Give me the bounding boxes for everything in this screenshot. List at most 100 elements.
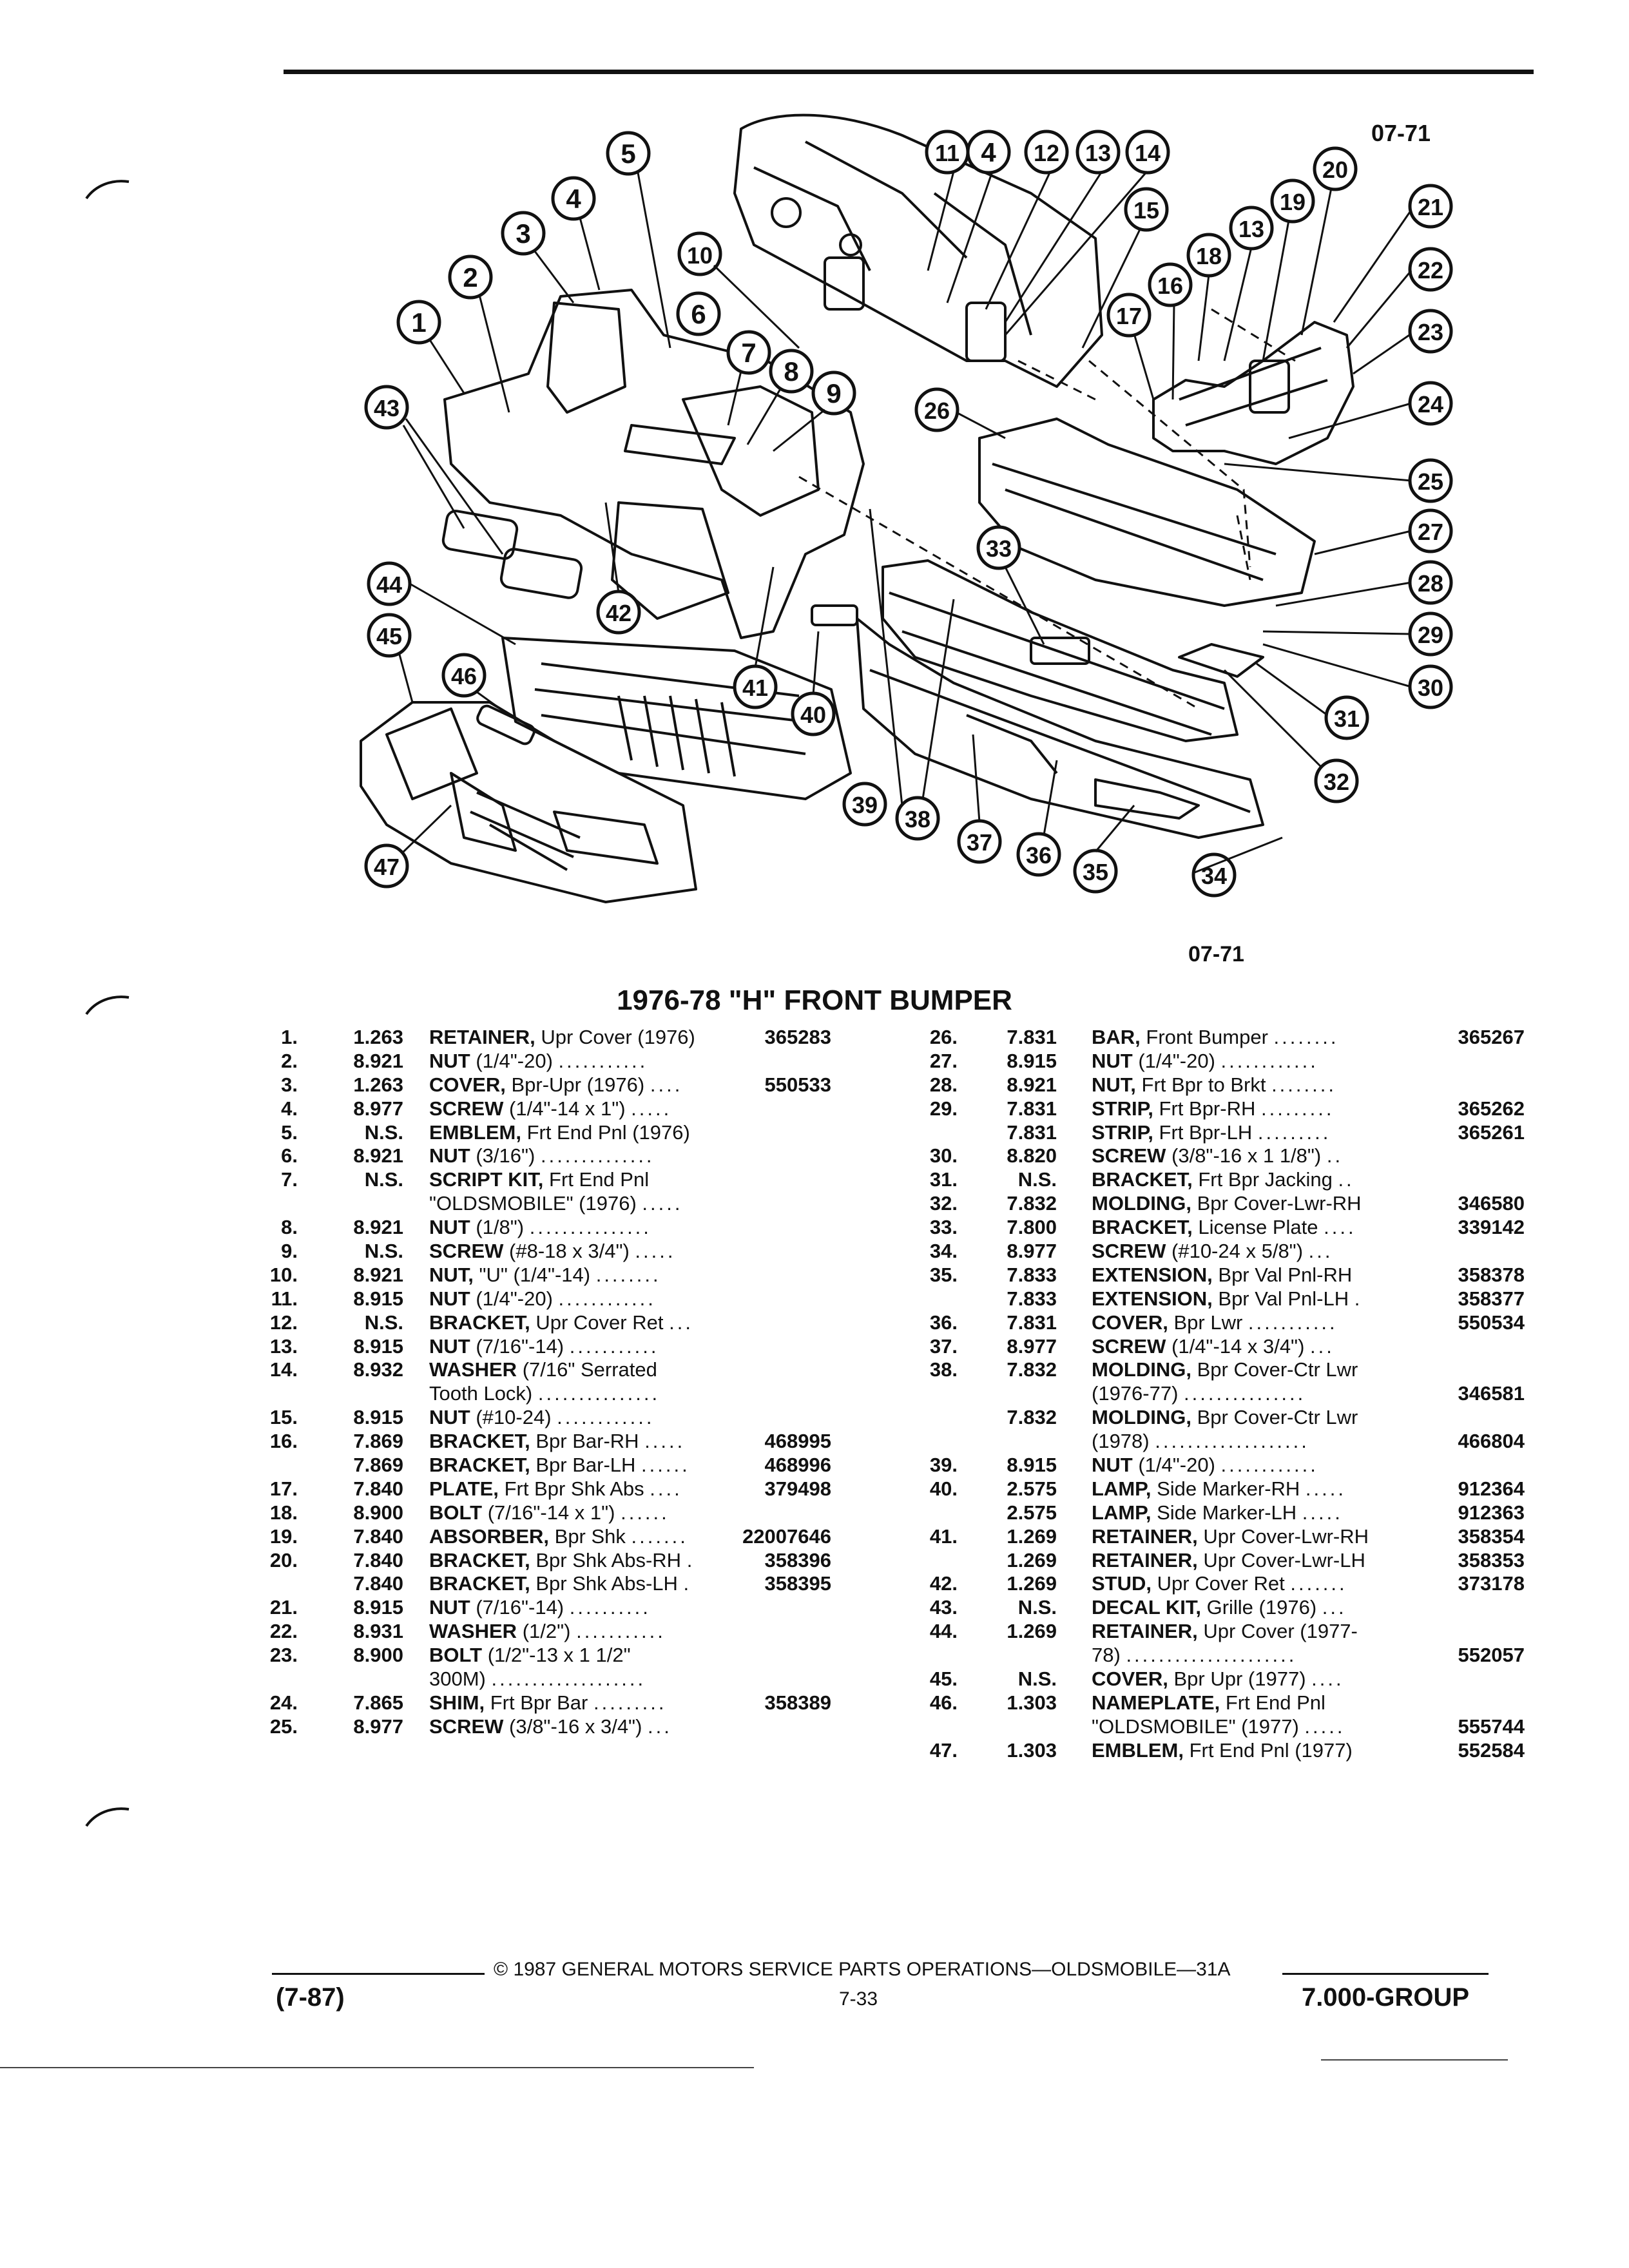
leader-dots: .....................	[1126, 1644, 1297, 1667]
part-spec: (#8-18 x 3/4")	[509, 1240, 630, 1263]
part-spec: (1/4"-20)	[476, 1287, 553, 1310]
part-spec: (1/4"-20)	[476, 1049, 553, 1072]
part-description: NAMEPLATE, Frt End Pnl	[1092, 1691, 1325, 1715]
part-spec: Bpr Bar-RH	[535, 1430, 639, 1453]
part-name: SCREW	[1092, 1240, 1166, 1263]
group-number: 1.263	[353, 1026, 403, 1048]
part-spec: Frt Bpr to Brkt	[1141, 1073, 1266, 1096]
svg-text:37: 37	[967, 829, 992, 856]
part-number: 41.	[929, 1524, 958, 1548]
part-catalog-number: 339142	[1458, 1216, 1525, 1239]
part-name: EXTENSION,	[1092, 1263, 1213, 1286]
group-number: 8.931	[353, 1620, 403, 1643]
svg-text:47: 47	[374, 854, 400, 880]
part-name: COVER,	[1092, 1667, 1168, 1691]
group-number: 8.921	[353, 1263, 403, 1286]
part-description: MOLDING, Bpr Cover-Ctr Lwr	[1092, 1358, 1358, 1382]
group-number: 8.915	[353, 1334, 403, 1358]
leader-dots: ............	[558, 1287, 656, 1310]
svg-text:36: 36	[1026, 842, 1052, 869]
part-row: "OLDSMOBILE" (1976) .....	[0, 1192, 831, 1216]
part-row: 12.N.S.BRACKET, Upr Cover Ret ...	[0, 1311, 831, 1335]
binder-hole-mark-1	[85, 180, 130, 200]
part-name: BOLT	[429, 1644, 483, 1667]
callout-34: 34	[1191, 852, 1237, 898]
part-number: 37.	[929, 1334, 958, 1358]
part-name: BRACKET,	[1092, 1168, 1193, 1191]
part-description: EMBLEM, Frt End Pnl (1976)	[429, 1121, 690, 1145]
group-number: 8.915	[353, 1596, 403, 1619]
part-name: BRACKET,	[429, 1572, 530, 1595]
part-row: Tooth Lock) ...............	[0, 1382, 831, 1406]
part-name: NUT	[429, 1334, 470, 1358]
exploded-diagram: 1 2 3 4 5 6 7 8 9 10 11 4 12 13 14 15 16…	[360, 113, 1453, 903]
footer-copyright: © 1987 GENERAL MOTORS SERVICE PARTS OPER…	[494, 1959, 1231, 1980]
leader-dots: ...............	[537, 1382, 660, 1405]
leader-dots: ...................	[1155, 1430, 1309, 1453]
leader-dots: ......	[641, 1454, 690, 1477]
part-number: 3.	[281, 1073, 298, 1096]
part-spec: Bpr Cover-Lwr-RH	[1197, 1192, 1362, 1215]
leader-dots: ....	[1311, 1667, 1344, 1691]
group-number: 7.865	[353, 1691, 403, 1714]
svg-text:29: 29	[1418, 622, 1443, 648]
svg-text:14: 14	[1135, 140, 1161, 166]
group-number: 2.575	[1007, 1477, 1057, 1500]
part-spec: (1/4"-20)	[1138, 1454, 1215, 1477]
callout-31: 31	[1324, 695, 1369, 740]
svg-text:21: 21	[1418, 194, 1443, 220]
leader-dots: ....	[650, 1477, 682, 1500]
callout-17: 17	[1106, 293, 1152, 338]
part-number: 1.	[281, 1026, 298, 1048]
part-name: EXTENSION,	[1092, 1287, 1213, 1310]
leader-dots: ...	[648, 1715, 672, 1738]
callout-26: 26	[914, 387, 959, 432]
svg-text:15: 15	[1133, 197, 1159, 224]
group-number: 8.977	[1007, 1334, 1057, 1358]
part-spec: (7/16"-14)	[476, 1596, 564, 1619]
svg-text:3: 3	[516, 218, 530, 249]
callout-23: 23	[1408, 309, 1453, 354]
part-spec: (1/4"-14 x 1")	[509, 1097, 626, 1120]
group-number: 8.921	[353, 1216, 403, 1239]
leader-dots: .......	[1290, 1572, 1347, 1595]
part-description: RETAINER, Upr Cover (1977-	[1092, 1620, 1358, 1644]
group-number: 1.269	[1007, 1620, 1057, 1643]
part-spec: Upr Cover-Lwr-RH	[1203, 1524, 1369, 1548]
part-description: NUT (1/4"-20) ............	[429, 1287, 656, 1311]
part-description: RETAINER, Upr Cover (1976)	[429, 1026, 695, 1050]
part-number: 43.	[929, 1596, 958, 1619]
svg-text:31: 31	[1334, 706, 1360, 732]
svg-text:17: 17	[1116, 303, 1142, 329]
callout-9: 9	[811, 370, 856, 416]
callout-12: 12	[1024, 130, 1069, 175]
part-number: 24.	[269, 1691, 298, 1714]
part-number: 17.	[269, 1477, 298, 1500]
part-name: BRACKET,	[429, 1430, 530, 1453]
group-number: 7.840	[353, 1524, 403, 1548]
svg-text:40: 40	[800, 702, 826, 728]
page-title: 1976-78 "H" FRONT BUMPER	[617, 985, 1012, 1016]
part-spec: (7/16" Serrated	[522, 1358, 657, 1381]
group-number: 1.269	[1007, 1524, 1057, 1548]
part-name: COVER,	[429, 1073, 506, 1096]
part-number: 42.	[929, 1572, 958, 1595]
part-row: 5.N.S.EMBLEM, Frt End Pnl (1976)	[0, 1121, 831, 1145]
callout-3: 3	[501, 211, 546, 256]
group-number: 7.833	[1007, 1287, 1057, 1310]
part-number: 6.	[281, 1144, 298, 1168]
leader-dots: .	[686, 1548, 695, 1571]
callout-38: 38	[895, 796, 940, 841]
part-spec: (#10-24)	[476, 1406, 552, 1429]
part-description: NUT (1/4"-20) ............	[1092, 1050, 1318, 1073]
part-catalog-number: 365261	[1458, 1120, 1525, 1144]
part-description: WASHER (7/16" Serrated	[429, 1358, 657, 1382]
